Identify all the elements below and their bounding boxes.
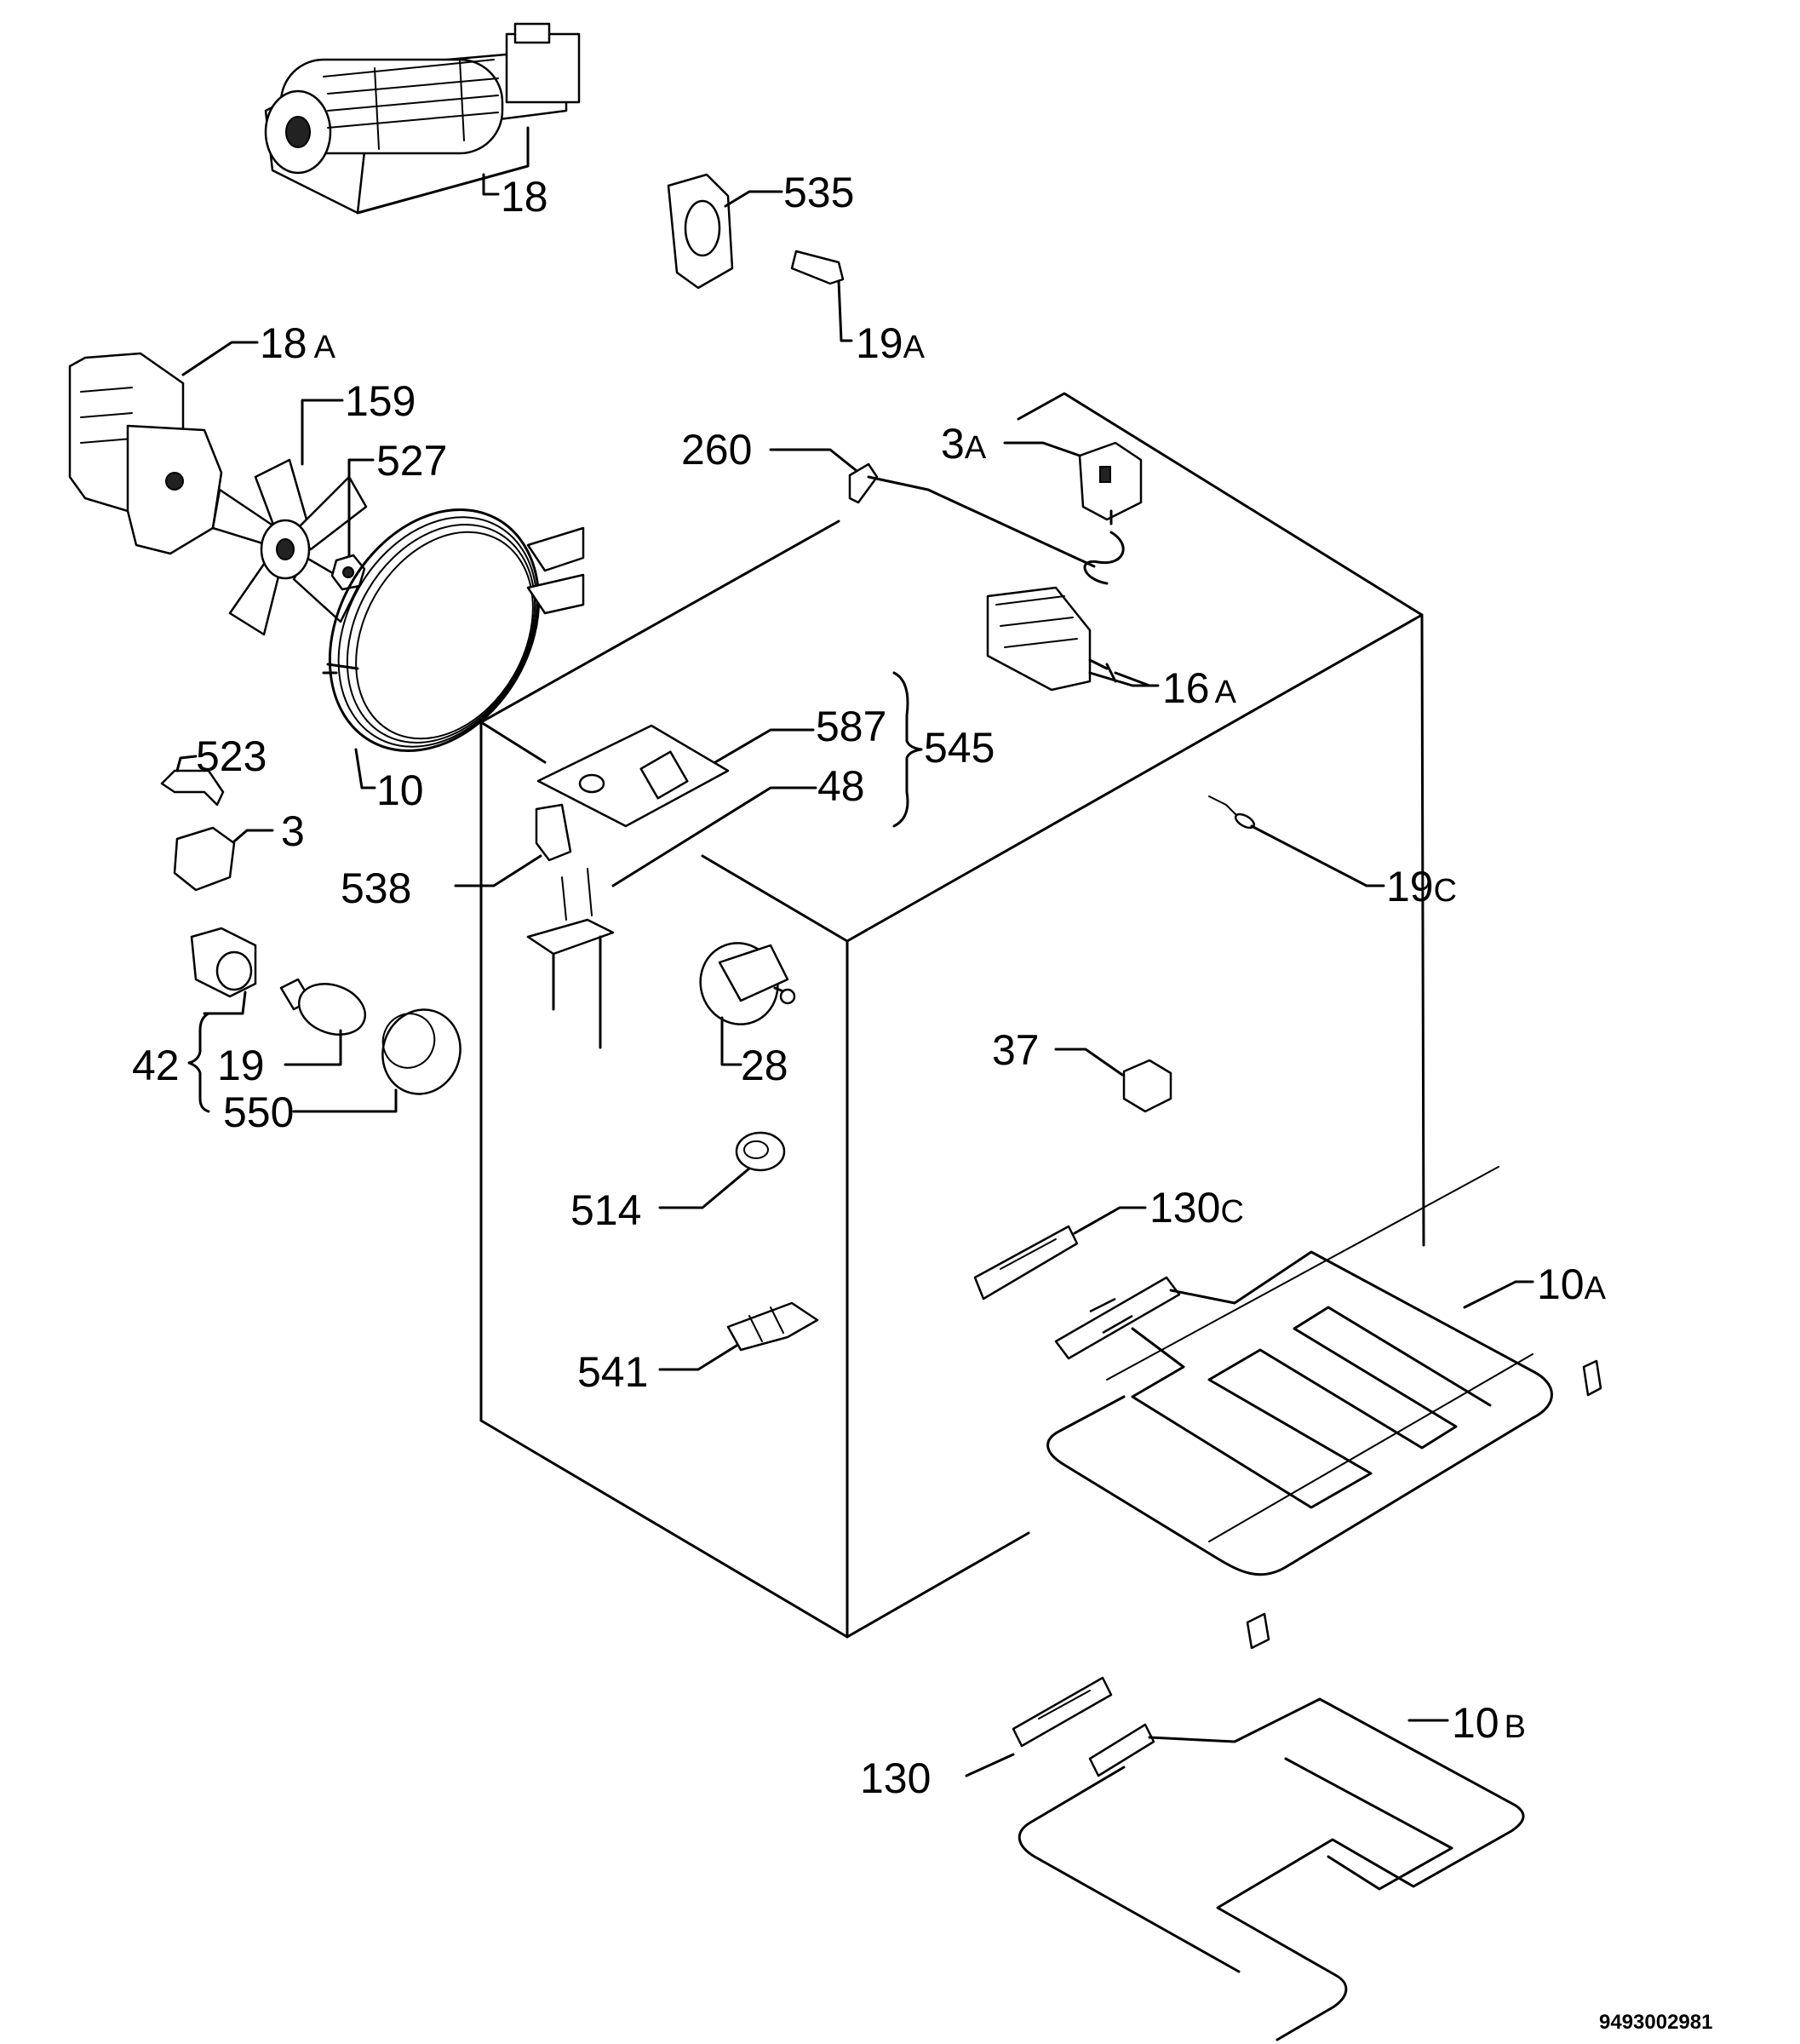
label-527: 527	[376, 437, 447, 485]
bottom-element-part-10b	[1018, 1697, 1525, 2041]
label-260: 260	[681, 426, 752, 474]
drawing-code: 9493002981	[1599, 2011, 1712, 2034]
lamp-holder-plate-part-535	[667, 173, 783, 290]
lamp-bulb-part-19	[279, 978, 367, 1066]
label-545: 545	[924, 724, 995, 772]
thermostat-part-28	[699, 942, 796, 1066]
label-535: 535	[783, 169, 854, 216]
selector-switch-part-16a	[986, 586, 1160, 692]
label-18: 18	[501, 173, 548, 221]
label-587: 587	[816, 703, 886, 750]
lamp-socket-part-42	[190, 927, 257, 1015]
indicator-lamp-part-19a	[790, 250, 853, 342]
lampholder-part-514	[658, 1131, 786, 1209]
fan-motor-part-18a	[68, 341, 259, 555]
label-159: 159	[345, 377, 416, 425]
switch-part-538	[454, 803, 572, 887]
grill-element-part-10a	[1046, 1166, 1602, 1650]
connector-terminal-part-48	[526, 786, 817, 1049]
label-37: 37	[992, 1026, 1040, 1074]
thermal-cutout-part-3	[173, 826, 274, 892]
label-10a: 10A	[1537, 1260, 1607, 1308]
label-42: 42	[132, 1042, 180, 1089]
thermostat-part-3a	[1003, 441, 1143, 585]
label-538: 538	[341, 864, 411, 912]
circular-heating-element-part-10	[322, 508, 585, 789]
tangential-fan-part-18	[264, 22, 581, 215]
lamp-cover-part-550	[292, 1008, 461, 1113]
brace-545	[892, 671, 923, 828]
clip-part-523	[160, 755, 225, 807]
label-3a: 3A	[941, 420, 987, 468]
bracket-part-541	[658, 1301, 819, 1371]
label-130c: 130C	[1149, 1184, 1244, 1232]
thermostat-probe-part-260	[769, 448, 1096, 568]
oven-cabinet-outline	[479, 392, 1425, 1639]
label-19c: 19C	[1386, 863, 1457, 910]
label-19: 19	[217, 1042, 265, 1089]
label-523: 523	[196, 732, 267, 780]
pcb-board-part-587	[536, 724, 815, 828]
label-130: 130	[860, 1754, 931, 1802]
label-10: 10	[376, 766, 424, 814]
lamp-part-19c	[1208, 795, 1385, 887]
brace-42	[187, 1012, 210, 1113]
label-28: 28	[741, 1042, 788, 1089]
label-541: 541	[577, 1348, 648, 1396]
label-19a: 19A	[856, 319, 926, 367]
seal-plate-part-130	[965, 1676, 1113, 1777]
label-514: 514	[570, 1186, 641, 1234]
label-550: 550	[223, 1088, 294, 1136]
label-48: 48	[817, 762, 865, 810]
label-3: 3	[281, 807, 305, 855]
seal-plate-part-130c	[973, 1206, 1147, 1300]
terminal-part-37	[1054, 1048, 1172, 1113]
